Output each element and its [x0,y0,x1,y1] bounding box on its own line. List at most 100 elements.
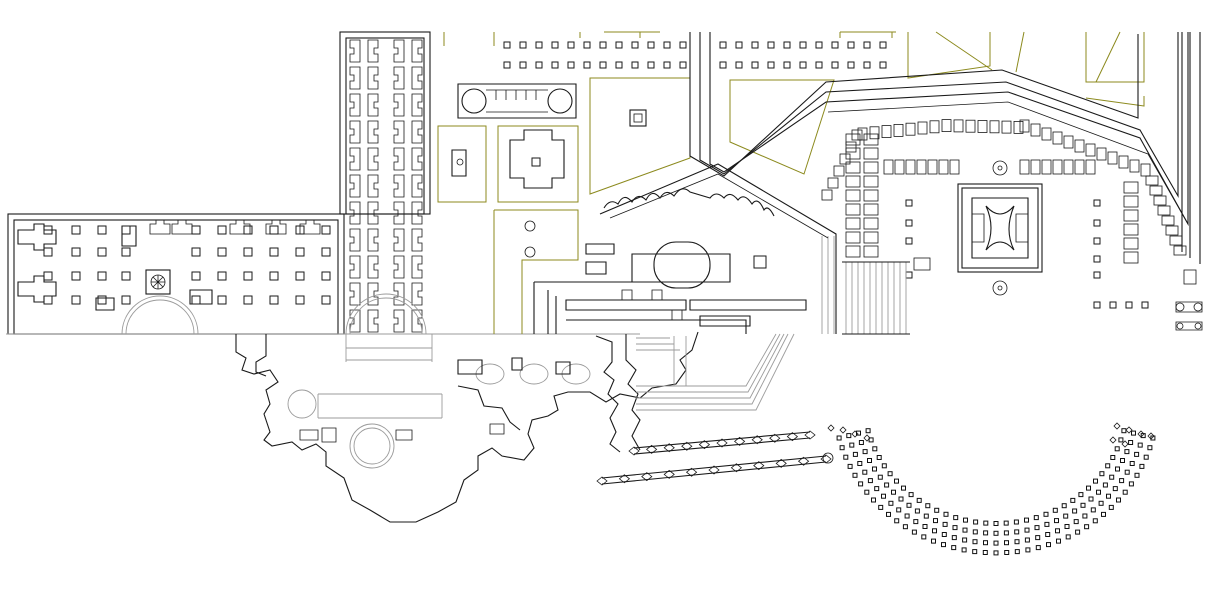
pier-step [393,66,405,90]
seat-marker [923,513,929,519]
pier [847,41,855,49]
middle-courts [437,31,1145,334]
pier [879,61,887,69]
bay [1118,155,1129,169]
pier [71,271,81,281]
pier-step [393,228,405,252]
bay [1123,181,1139,194]
bay [905,159,916,175]
pier [767,41,775,49]
bay [1074,139,1085,153]
bay [1123,195,1139,208]
seat-marker [993,550,999,556]
pier [567,41,575,49]
seat-marker [827,424,835,432]
seat-marker [902,524,908,530]
pier-step [411,228,423,252]
pier-step [367,66,379,90]
seat-marker [888,500,894,506]
pier [217,225,227,235]
pier [1125,301,1133,309]
seat-marker [1105,463,1111,469]
bay [883,159,894,175]
pier [243,247,253,257]
pier [815,41,823,49]
seat-marker [1024,537,1030,543]
pier [831,61,839,69]
seat-marker [911,529,917,535]
pier-notch [171,219,193,235]
corridor-node [641,472,653,482]
bay [929,120,940,134]
pier-step [411,93,423,117]
pier [43,271,53,281]
seat-marker [932,528,937,534]
seat-marker [1118,437,1124,443]
bay [845,161,861,174]
pier-step [393,174,405,198]
seat-marker [1108,504,1114,510]
bay [845,245,861,258]
corridor-node [733,436,746,446]
corridor-node [628,446,640,456]
pier-step [411,120,423,144]
seat-marker [891,489,896,495]
north-arm [339,31,431,335]
bay [916,159,927,175]
seat-marker [881,493,886,499]
seat-marker [887,471,893,477]
seat-marker [1147,432,1155,440]
seat-marker [1055,528,1060,534]
bay [1140,163,1151,177]
corridor-node [804,430,816,440]
seat-marker [942,521,948,527]
seat-marker [1035,545,1041,551]
bay [905,122,916,136]
pier [269,271,279,281]
pier [905,199,913,207]
bay [1052,159,1063,175]
seat-marker [894,518,900,524]
seat-marker [1003,520,1009,526]
pier [631,41,639,49]
seat-marker [1046,542,1051,548]
corridor-node [751,435,763,445]
pier-step [393,147,405,171]
seat-marker [1125,426,1133,434]
bay [869,126,880,140]
bay [845,141,857,153]
seat-marker [941,532,947,537]
seat-marker [1072,508,1078,514]
bay [1123,237,1139,250]
seat-marker [1043,511,1049,517]
pier-step [411,174,423,198]
pier [121,295,131,305]
bay [1096,147,1107,161]
bay [821,189,833,201]
seat-marker [867,478,873,484]
seat-marker [1004,540,1009,546]
seat-marker [1137,442,1143,448]
pier [799,61,807,69]
seat-marker [963,517,968,523]
pier-step [411,147,423,171]
pier-step [411,66,423,90]
pier [663,41,671,49]
pier [295,295,305,305]
bay [894,159,905,175]
pier [863,61,871,69]
pier [719,41,727,49]
pier-step [367,174,379,198]
bay [881,125,892,138]
pier [631,61,639,69]
pier [905,271,913,279]
corridor-node [681,441,693,451]
pier [599,61,607,69]
pier [269,247,279,257]
pier [295,271,305,281]
pier [751,61,759,69]
pier [97,295,107,305]
seat-marker [1056,538,1061,544]
seat-marker [931,538,936,544]
seat-marker [872,446,878,452]
